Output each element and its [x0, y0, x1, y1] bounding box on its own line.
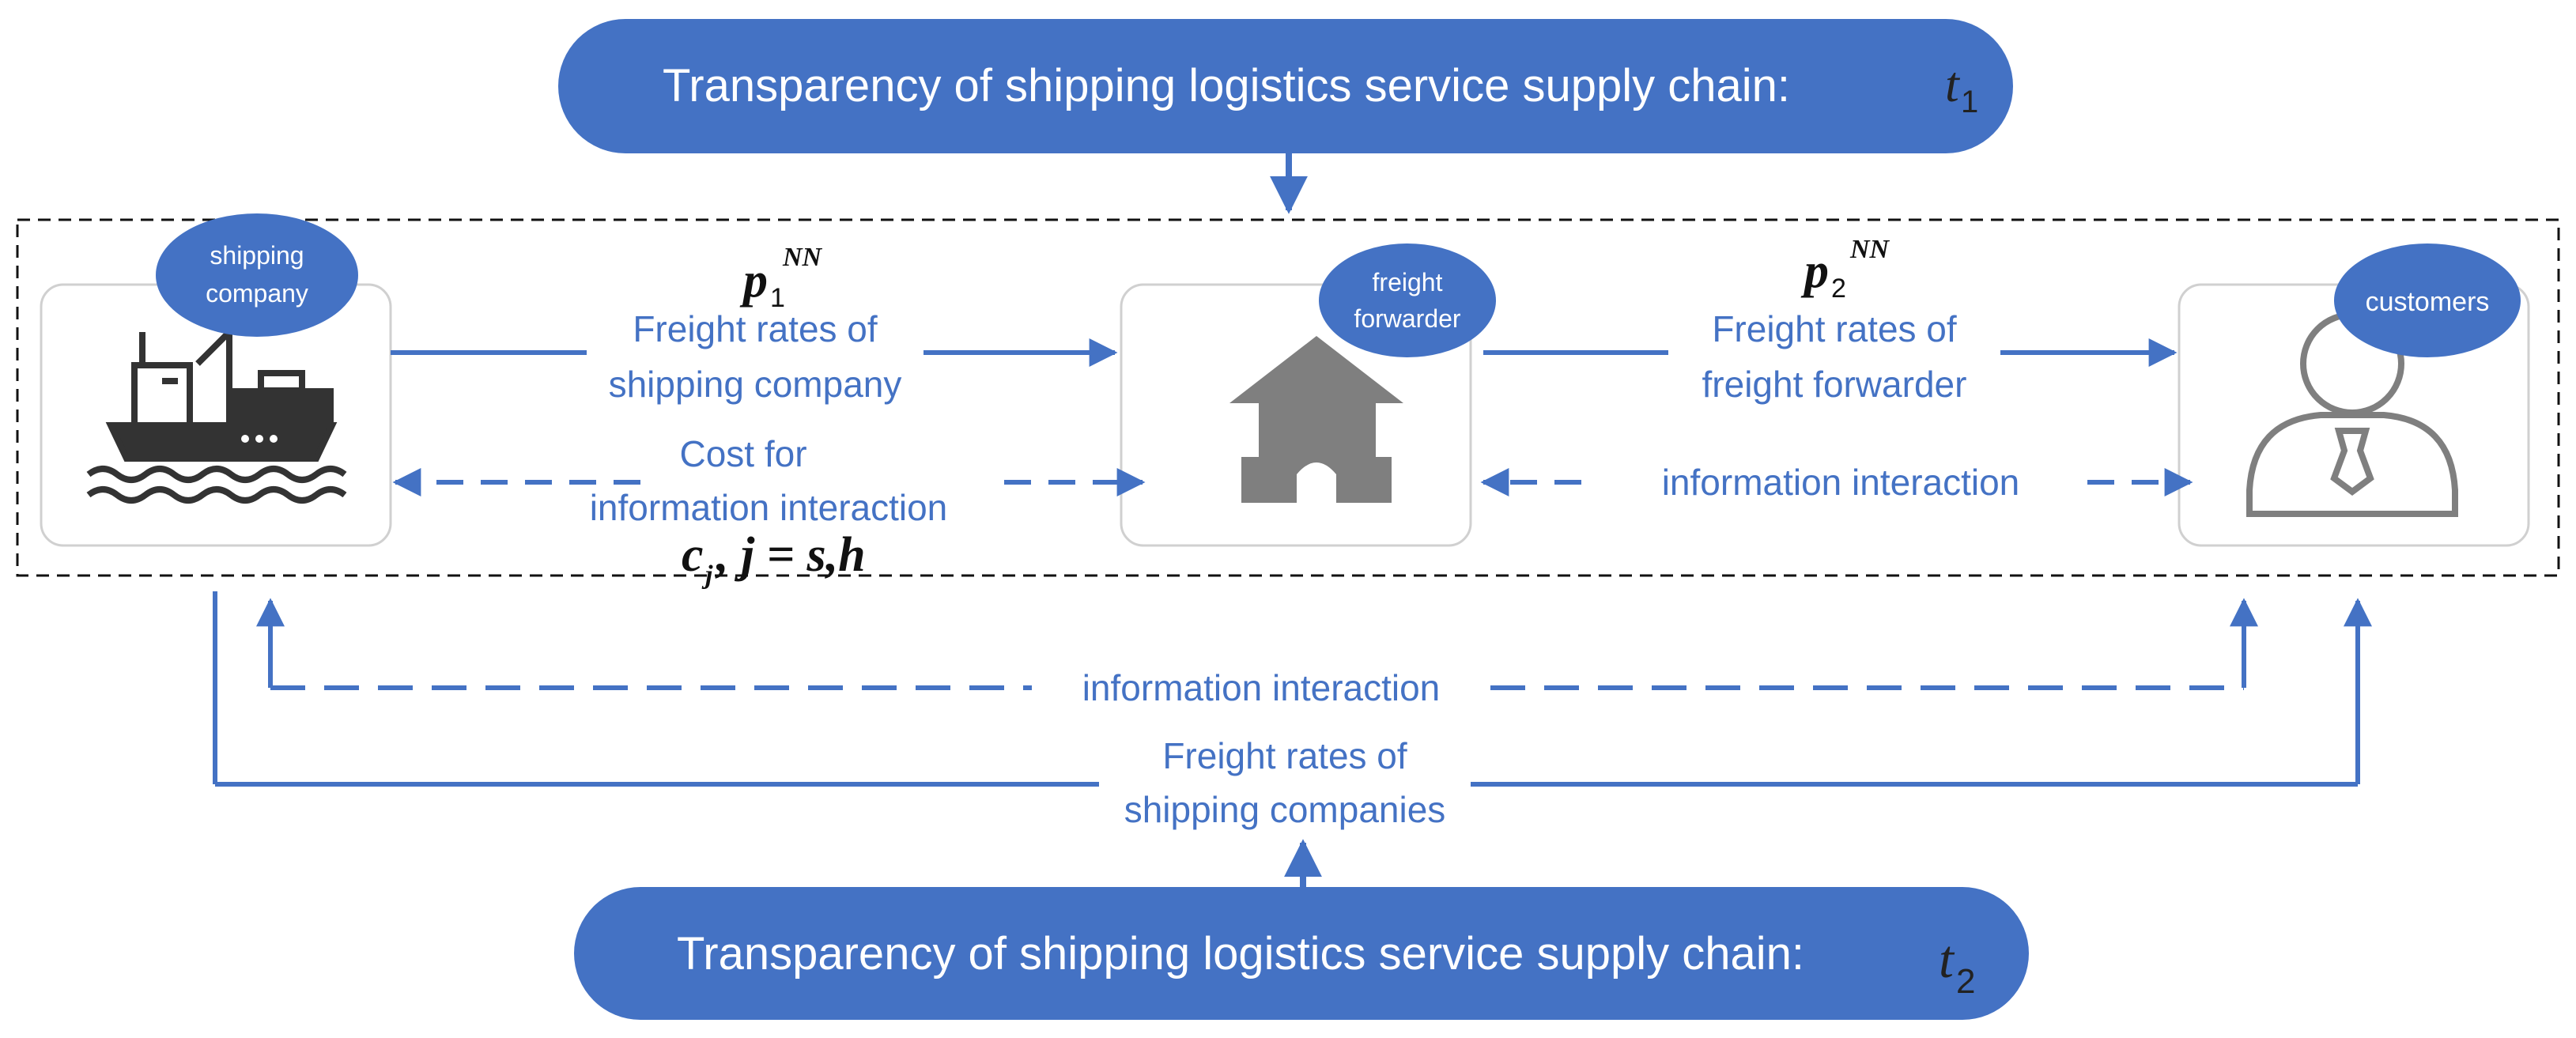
freight-sc-line2: shipping company: [609, 364, 902, 405]
top-banner-symbol: t: [1945, 56, 1961, 112]
freight-forwarder-label-line2: forwarder: [1354, 304, 1461, 333]
freight-bottom-line2: shipping companies: [1124, 789, 1446, 830]
bottom-banner-symbol: t: [1939, 929, 1955, 989]
cost-symbol: c j , j = s,h: [682, 528, 866, 590]
svg-text:, j = s,h: , j = s,h: [715, 528, 866, 582]
svg-text:1: 1: [770, 283, 785, 313]
svg-text:p: p: [739, 254, 768, 308]
shipping-company-label-bubble: shipping company: [156, 213, 358, 337]
p2-symbol: p 2 NN: [1800, 235, 1890, 304]
freight-ff-line2: freight forwarder: [1702, 364, 1967, 405]
top-banner-text: Transparency of shipping logistics servi…: [663, 60, 1790, 111]
info-ff-cust-label: information interaction: [1662, 462, 2020, 503]
bottom-banner-text: Transparency of shipping logistics servi…: [677, 928, 1804, 979]
info-bottom-label: information interaction: [1082, 667, 1441, 708]
freight-loop-bottom: [213, 591, 2372, 787]
svg-text:NN: NN: [782, 243, 823, 272]
freight-forwarder-label-bubble: freight forwarder: [1319, 243, 1496, 357]
freight-sc-line1: Freight rates of: [633, 308, 878, 349]
p1-symbol: p 1 NN: [739, 243, 823, 313]
bottom-banner-subscript: 2: [1956, 962, 1975, 1001]
freight-bottom-line1: Freight rates of: [1162, 735, 1407, 776]
top-banner-subscript: 1: [1961, 85, 1978, 119]
svg-text:2: 2: [1831, 274, 1846, 304]
info-loop-bottom: [256, 598, 2258, 690]
svg-text:c: c: [682, 528, 704, 582]
supply-chain-boundary: [16, 218, 2560, 577]
freight-ff-line1: Freight rates of: [1712, 308, 1957, 349]
cost-info-line1: Cost for: [679, 433, 806, 474]
customers-label: customers: [2366, 287, 2490, 317]
top-banner: Transparency of shipping logistics servi…: [558, 19, 2013, 153]
shipping-company-label-line1: shipping: [210, 241, 304, 270]
bottom-banner: Transparency of shipping logistics servi…: [574, 887, 2029, 1020]
svg-text:NN: NN: [1849, 235, 1890, 264]
cost-info-line2: information interaction: [590, 487, 948, 528]
svg-text:p: p: [1800, 244, 1829, 298]
ship-icon: [86, 330, 347, 504]
freight-forwarder-label-line1: freight: [1373, 268, 1443, 296]
customers-label-bubble: customers: [2334, 243, 2521, 357]
shipping-company-label-line2: company: [206, 279, 308, 308]
house-icon: [1229, 336, 1403, 503]
